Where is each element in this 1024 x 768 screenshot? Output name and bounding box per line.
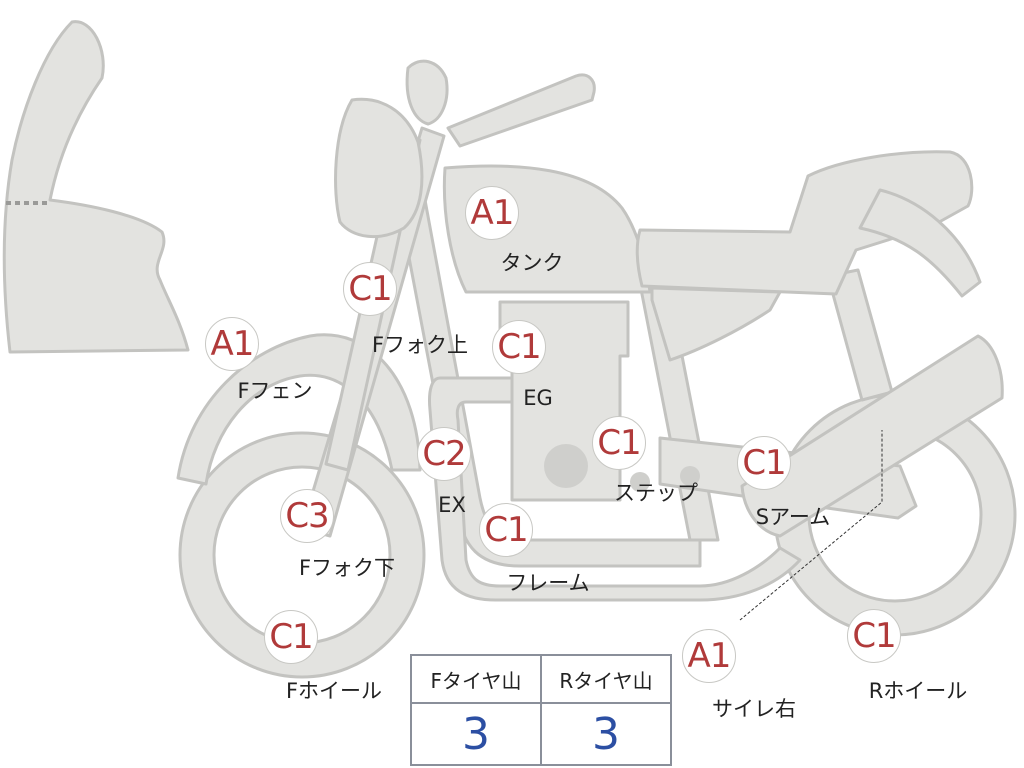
headlight-shape [334, 97, 424, 239]
grade-marker-front-fork-upper: C1 [343, 262, 397, 316]
part-label-frame: フレーム [506, 571, 590, 595]
grade-marker-front-fork-lower: C3 [280, 489, 334, 543]
part-label-rear-wheel: Rホイール [868, 679, 968, 703]
part-label-step: ステップ [614, 481, 698, 505]
tire-tread-table: Fタイヤ山 Rタイヤ山 3 3 [410, 654, 672, 766]
grade-marker-swing-arm: C1 [737, 436, 791, 490]
grade-marker-tank: A1 [465, 186, 519, 240]
part-label-tank: タンク [500, 251, 564, 275]
part-label-exhaust: EX [438, 493, 466, 517]
grade-marker-engine: C1 [492, 320, 546, 374]
part-label-swing-arm: Sアーム [755, 505, 831, 529]
grade-marker-front-wheel: C1 [264, 610, 318, 664]
grade-marker-muffler-right: A1 [682, 629, 736, 683]
grade-marker-frame: C1 [479, 503, 533, 557]
grade-marker-exhaust: C2 [417, 427, 471, 481]
part-label-front-wheel: Fホイール [285, 679, 383, 703]
part-label-front-fork-upper: Fフォク上 [371, 333, 469, 357]
fairing-shape [2, 20, 190, 354]
front-tread-header: Fタイヤ山 [410, 654, 542, 704]
part-label-engine: EG [523, 386, 553, 410]
part-label-muffler-right: サイレ右 [712, 697, 796, 721]
rear-tread-header: Rタイヤ山 [540, 654, 672, 704]
tread-table-header-row: Fタイヤ山 Rタイヤ山 [410, 654, 672, 704]
grade-marker-step: C1 [592, 416, 646, 470]
rear-tread-value: 3 [540, 702, 672, 766]
grade-marker-front-fender: A1 [205, 317, 259, 371]
exhaust-shape [428, 376, 802, 602]
part-label-front-fork-lower: Fフォク下 [298, 556, 396, 580]
grade-marker-rear-wheel: C1 [847, 609, 901, 663]
seat-shape [635, 150, 974, 296]
tread-table-value-row: 3 3 [410, 702, 672, 766]
part-label-front-fender: Fフェン [237, 379, 313, 403]
handlebar-shape [446, 73, 596, 148]
muffler-shape [740, 334, 1004, 538]
front-tread-value: 3 [410, 702, 542, 766]
